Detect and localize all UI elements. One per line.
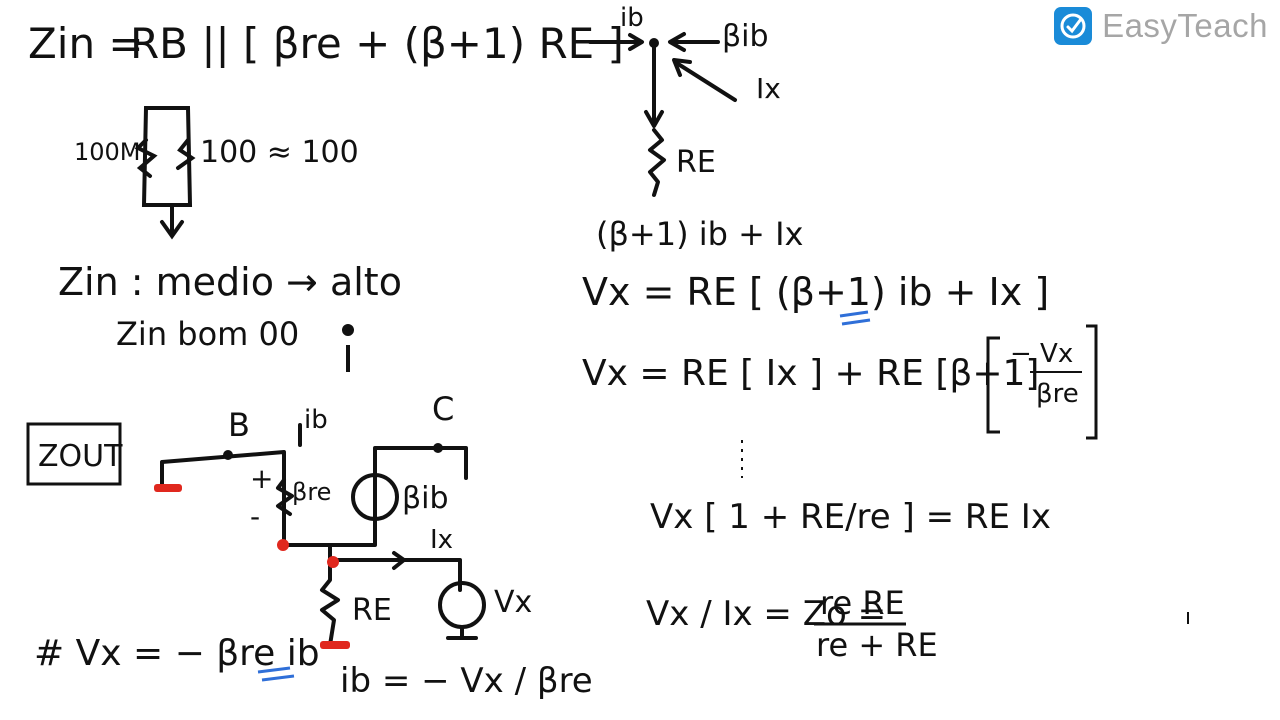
vx-source-label: Vx xyxy=(494,585,532,620)
divider-sketch xyxy=(134,106,196,240)
exclamation-icon xyxy=(342,324,354,372)
arrow-down-icon xyxy=(160,220,184,240)
plus-sign: + xyxy=(250,462,273,495)
arrow-left-icon xyxy=(668,32,686,52)
ix-arrow-icon xyxy=(392,551,406,570)
eq1-vx: Vx = RE [ (β+1) ib + Ix ] xyxy=(582,270,1049,314)
zin-bom-text: Zin bom 00 xyxy=(116,315,299,353)
re-top-resistor xyxy=(648,128,666,197)
right-node-diagram xyxy=(588,32,737,197)
eq2-frac-den: βre xyxy=(1036,379,1079,409)
red-node-e2 xyxy=(327,556,339,568)
eq4-lhs: Vx / Ix = Zo = xyxy=(646,594,886,634)
right-node-dot xyxy=(649,38,659,48)
bib-top-label: βib xyxy=(722,19,769,54)
re-resistor xyxy=(320,558,340,647)
emitter-wire xyxy=(328,543,462,592)
ib-label: ib xyxy=(304,405,328,435)
zin-medium-text: Zin : medio → alto xyxy=(58,260,402,304)
arrow-diagonal-icon xyxy=(672,58,692,77)
brand-name: EasyTeach xyxy=(1102,7,1268,44)
red-node-e1 xyxy=(277,539,289,551)
eq2-vx: Vx = RE [ Ix ] + RE [β+1] xyxy=(582,353,1039,394)
zout-box xyxy=(26,422,122,486)
divider-right-label: 100 ≈ 100 xyxy=(200,135,359,170)
blue-underline-left xyxy=(257,666,295,682)
arrow-right-icon xyxy=(628,33,644,51)
sum-expression: (β+1) ib + Ix xyxy=(596,215,803,253)
red-node-ground xyxy=(320,641,350,649)
re-top-label: RE xyxy=(676,145,716,180)
eq2-fraction: − Vx βre xyxy=(986,324,1098,440)
node-c-dot xyxy=(433,443,443,453)
divider-right-zigzag xyxy=(176,138,196,170)
pencil-check-icon xyxy=(1054,7,1093,45)
ix-label: Ix xyxy=(430,525,453,555)
ground-icon xyxy=(446,625,478,640)
brand-logo: EasyTeach xyxy=(1054,6,1268,46)
zin-formula: Zin = RB || [ βre + (β+1) RE ] xyxy=(28,19,624,68)
eq4-den: re + RE xyxy=(816,626,938,664)
ix-wire xyxy=(673,60,737,102)
minus-sign: - xyxy=(250,500,260,533)
ib-top-label: ib xyxy=(620,3,644,33)
node-b-label: B xyxy=(228,406,250,444)
eq3-vx: Vx [ 1 + RE/re ] = RE Ix xyxy=(650,497,1051,537)
eq2-frac-num: − Vx xyxy=(1010,339,1073,369)
re-label: RE xyxy=(352,593,392,628)
arrow-down-right-icon xyxy=(644,110,664,128)
zin-formula-rhs: RB || [ βre + (β+1) RE ] xyxy=(130,19,624,68)
zout-label: ZOUT xyxy=(38,439,123,474)
eq4-num: re RE xyxy=(820,584,905,622)
bib-label: βib xyxy=(402,481,449,516)
zout-circuit xyxy=(160,423,486,647)
ix-top-label: Ix xyxy=(756,72,781,105)
red-nodes xyxy=(154,484,350,649)
bre-label: βre xyxy=(292,478,331,506)
node-b-dot xyxy=(223,450,233,460)
red-node-b xyxy=(154,484,182,492)
divider-left-label: 100M xyxy=(74,138,141,166)
blue-underline-right xyxy=(839,310,871,326)
eq-ib-left: ib = − Vx / βre xyxy=(340,661,593,701)
node-c-label: C xyxy=(432,390,454,428)
divider-left-zigzag xyxy=(134,138,158,178)
eq-vx-left: # Vx = − βre ib xyxy=(34,633,320,674)
base-wire xyxy=(160,450,286,547)
zin-formula-lhs: Zin = xyxy=(28,19,144,68)
bre-zigzag xyxy=(276,478,294,516)
collector-wire xyxy=(282,446,468,547)
current-source-bib xyxy=(351,473,399,521)
